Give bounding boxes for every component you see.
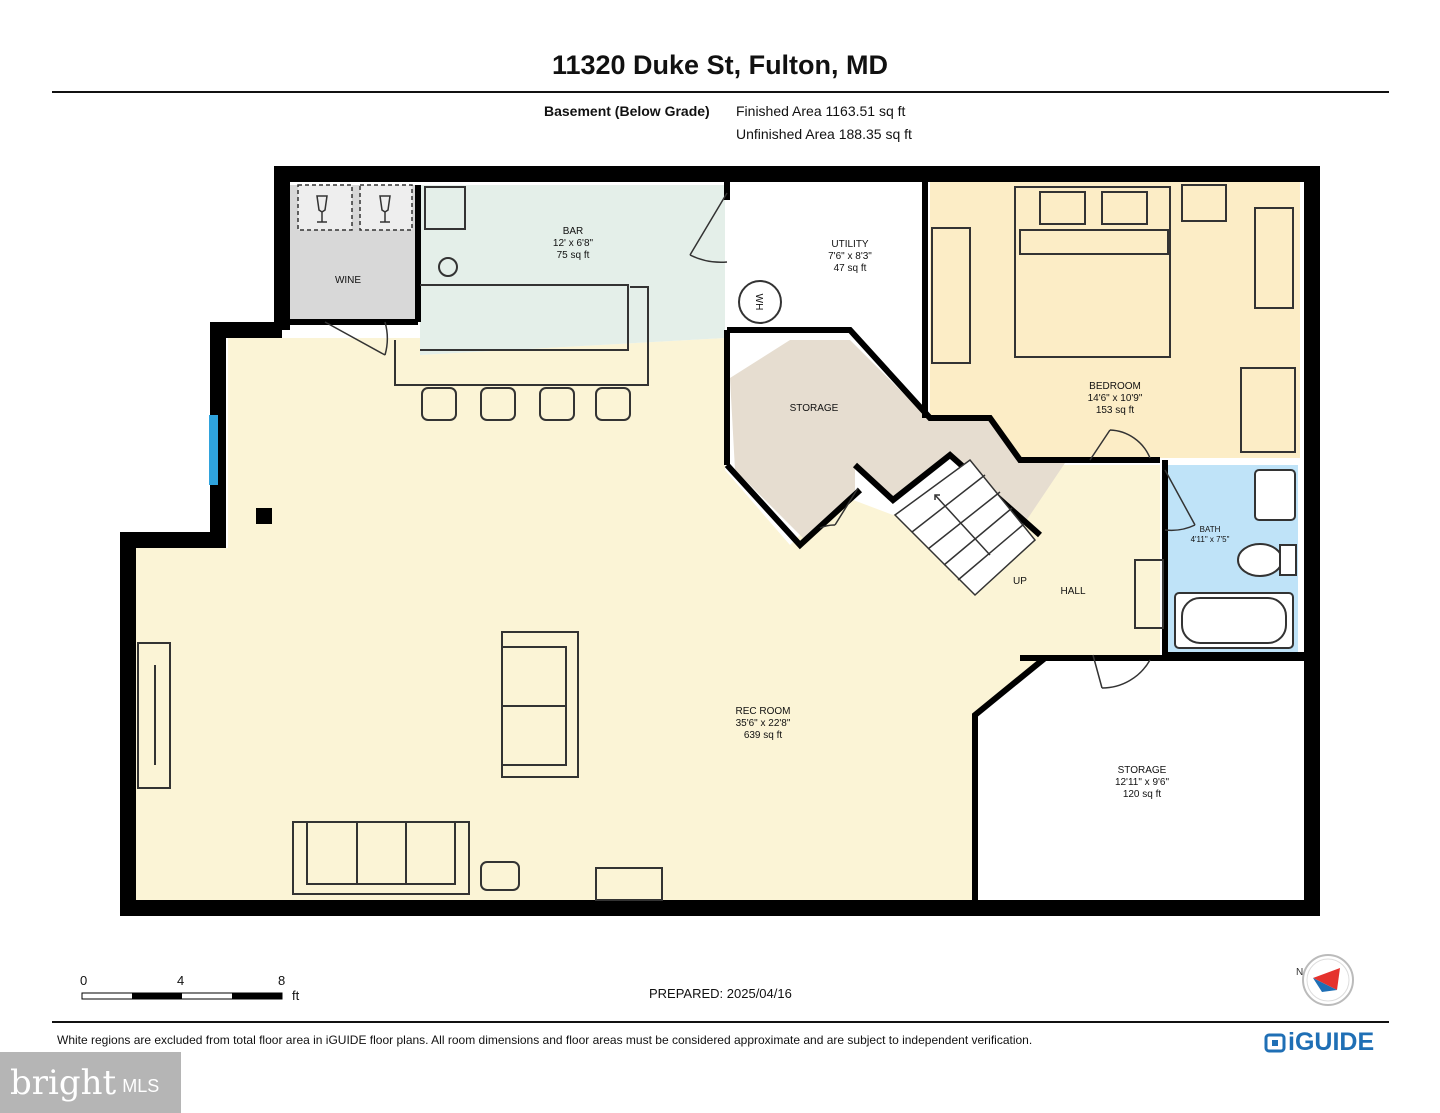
window bbox=[209, 415, 218, 485]
unfinished-area: Unfinished Area 188.35 sq ft bbox=[736, 126, 912, 142]
bedroom-label: BEDROOM bbox=[1089, 381, 1141, 392]
utility-label: UTILITY bbox=[831, 239, 869, 250]
prepared-date: PREPARED: 2025/04/16 bbox=[649, 986, 792, 1001]
scale-label-8: 8 bbox=[278, 973, 286, 988]
scale-label-4: 4 bbox=[177, 973, 185, 988]
level-label: Basement (Below Grade) bbox=[544, 103, 710, 119]
walls bbox=[120, 166, 1320, 916]
storage-large-area: 120 sq ft bbox=[1123, 789, 1162, 800]
support-column bbox=[256, 508, 272, 524]
storage-small-label: STORAGE bbox=[790, 403, 839, 414]
scale-label-0: 0 bbox=[80, 973, 88, 988]
footer-divider bbox=[52, 1021, 1389, 1023]
iguide-logo: iGUIDE bbox=[1264, 1028, 1374, 1057]
page-title: 11320 Duke St, Fulton, MD bbox=[551, 50, 889, 80]
iguide-logo-text: iGUIDE bbox=[1288, 1028, 1375, 1056]
scale-unit: ft bbox=[292, 988, 300, 1003]
storage-large-dims: 12'11" x 9'6" bbox=[1115, 777, 1170, 788]
rec-room-area: 639 sq ft bbox=[744, 730, 783, 741]
bright-mls-sub: MLS bbox=[122, 1076, 160, 1096]
bath-fixtures bbox=[1174, 469, 1297, 649]
utility-dims: 7'6" x 8'3" bbox=[828, 251, 872, 262]
iguide-logo-icon bbox=[1264, 1033, 1286, 1052]
wine-label: WINE bbox=[335, 275, 361, 286]
bath-label: BATH bbox=[1200, 525, 1221, 534]
bar-area: 75 sq ft bbox=[557, 250, 590, 261]
interior-walls bbox=[290, 180, 1305, 905]
hall-cabinet bbox=[1134, 559, 1164, 629]
compass-icon: N bbox=[1296, 954, 1354, 1006]
bar-label: BAR bbox=[563, 226, 584, 237]
bar-counter bbox=[394, 186, 649, 386]
bar-stools bbox=[421, 387, 631, 421]
hall-label: HALL bbox=[1060, 586, 1085, 597]
bright-mls-watermark: bright MLS bbox=[0, 1052, 181, 1113]
bedroom-dims: 14'6" x 10'9" bbox=[1088, 393, 1143, 404]
wine-racks bbox=[297, 184, 413, 231]
rec-room-floor bbox=[128, 338, 1160, 902]
scale-bar bbox=[81, 992, 283, 1000]
bedroom-area: 153 sq ft bbox=[1096, 405, 1135, 416]
room-labels: WINE BAR 12' x 6'8" 75 sq ft UTILITY 7'6… bbox=[335, 226, 1230, 800]
doors bbox=[324, 192, 1196, 689]
rec-room-dims: 35'6" x 22'8" bbox=[736, 718, 791, 729]
rec-room-label: REC ROOM bbox=[736, 706, 791, 717]
rec-room-furniture bbox=[137, 631, 663, 901]
bright-mls-main: bright bbox=[10, 1062, 117, 1103]
water-heater: WH bbox=[738, 280, 782, 324]
bedroom-floor bbox=[930, 180, 1300, 458]
storage-large-label: STORAGE bbox=[1118, 765, 1167, 776]
bar-dims: 12' x 6'8" bbox=[553, 238, 594, 249]
stairs-label: UP bbox=[1013, 576, 1027, 587]
svg-text:WH: WH bbox=[753, 294, 764, 311]
finished-area: Finished Area 1163.51 sq ft bbox=[736, 103, 906, 119]
svg-text:N: N bbox=[1296, 967, 1303, 978]
bedroom-furniture bbox=[931, 184, 1296, 453]
disclaimer: White regions are excluded from total fl… bbox=[57, 1033, 1033, 1047]
utility-area: 47 sq ft bbox=[834, 263, 867, 274]
bath-dims: 4'11" x 7'5" bbox=[1191, 535, 1230, 544]
stairs bbox=[893, 458, 1037, 597]
header-divider bbox=[52, 91, 1389, 93]
